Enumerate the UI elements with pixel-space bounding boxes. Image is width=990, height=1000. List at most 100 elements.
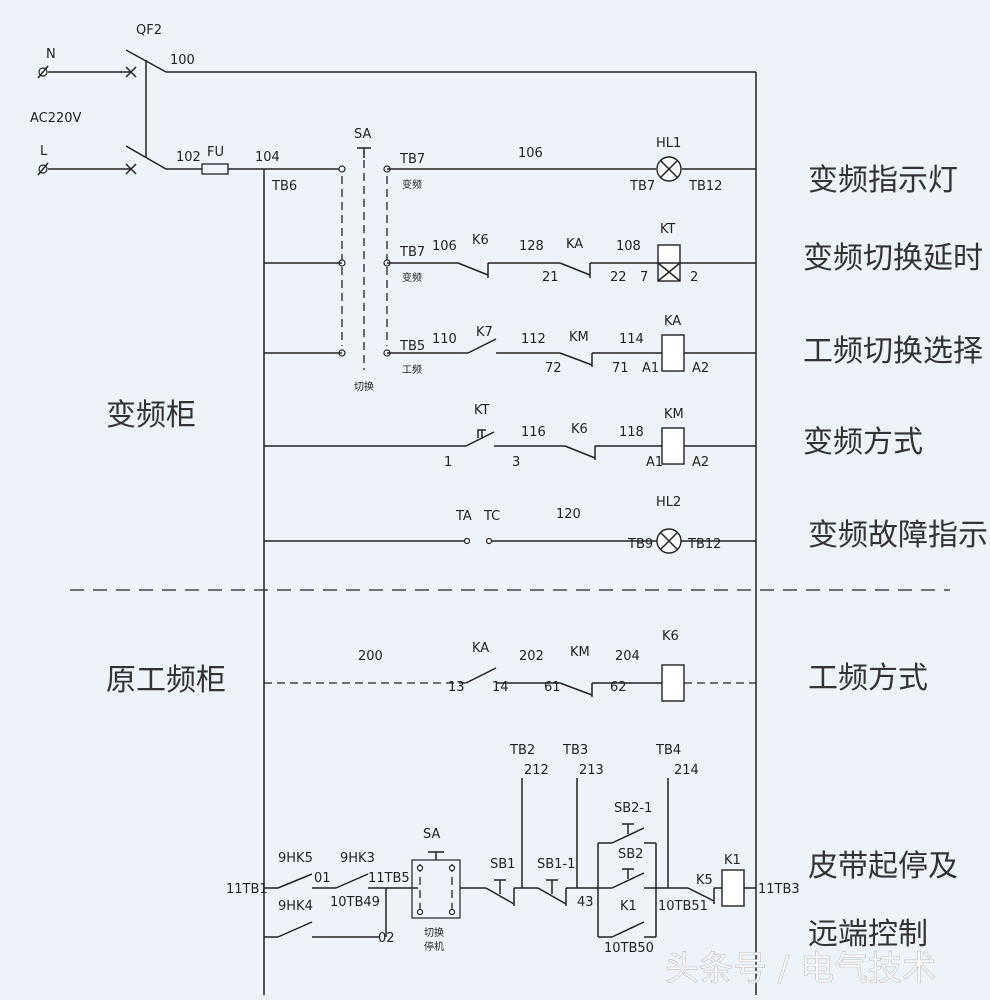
tb3-label: TB3 [562, 743, 588, 758]
node-02: 02 [378, 931, 395, 946]
title-vfd-mode: 变频方式 [803, 425, 923, 460]
wire-102-label: 102 [176, 150, 201, 165]
tb2-label: TB2 [509, 743, 535, 758]
power-supply: QF2 N L AC220V 100 102 FU 104 TB6 [30, 23, 756, 194]
sb2-label: SB2 [618, 847, 643, 862]
k1-contact-label: K1 [620, 899, 637, 914]
pin-7: 7 [640, 270, 648, 285]
pin-3: 3 [512, 455, 520, 470]
row-vfd-switch-delay: TB7 变频 106 K6 128 KA 108 KT 21 22 7 2 [264, 222, 756, 285]
ka-label: KA [472, 641, 489, 656]
km-relay-coil [661, 427, 685, 465]
title-pf-switch-select: 工频切换选择 [803, 334, 983, 369]
watermark: 头条号 / 电气技术 [665, 949, 936, 989]
tc-label: TC [483, 509, 500, 524]
pin-2: 2 [690, 270, 698, 285]
wire-106-label: 106 [432, 239, 457, 254]
10tb50-label: 10TB50 [604, 941, 654, 956]
wire-128-label: 128 [519, 239, 544, 254]
ka-relay-coil [661, 334, 685, 372]
9hk4-label: 9HK4 [278, 899, 313, 914]
pin-62: 62 [610, 680, 627, 695]
tb4-label: TB4 [655, 743, 681, 758]
11tb1-label: 11TB1 [226, 882, 268, 897]
sa-note-stop: 停机 [424, 940, 444, 953]
pin-a2: A2 [692, 361, 709, 376]
tb7-label: TB7 [399, 152, 425, 167]
sa-mode-label: 切换 [354, 380, 374, 393]
title-belt-control-1: 皮带起停及 [808, 849, 958, 884]
k6-label: K6 [472, 233, 489, 248]
l-label: L [40, 144, 48, 159]
wire-214-label: 214 [674, 763, 699, 778]
wire-100-label: 100 [170, 53, 195, 68]
sb1-label: SB1 [490, 857, 515, 872]
kt-label: KT [660, 222, 676, 237]
pin-a1: A1 [642, 361, 659, 376]
tb12-label: TB12 [688, 179, 722, 194]
sa-label: SA [423, 827, 440, 842]
wire-108-label: 108 [616, 239, 641, 254]
fu-label: FU [207, 145, 224, 160]
wire-104-label: 104 [255, 150, 280, 165]
ka-label: KA [664, 314, 681, 329]
row-pf-mode: 200 KA 202 KM 204 K6 13 14 61 62 [264, 629, 756, 702]
title-belt-control-2: 远端控制 [808, 917, 928, 952]
k1-label: K1 [724, 853, 741, 868]
pin-13: 13 [448, 680, 465, 695]
km-label: KM [664, 407, 684, 422]
pin-22: 22 [610, 270, 627, 285]
wire-118-label: 118 [619, 425, 644, 440]
9hk3-label: 9HK3 [340, 851, 375, 866]
sa-note-switch: 切换 [424, 926, 444, 939]
time-delay-mark-icon [477, 429, 486, 438]
11tb5-label: 11TB5 [368, 871, 410, 886]
wire-200-label: 200 [358, 649, 383, 664]
wire-213-label: 213 [579, 763, 604, 778]
ta-label: TA [455, 509, 472, 524]
hl1-label: HL1 [656, 136, 681, 151]
tb12-label: TB12 [687, 537, 721, 552]
qf2-label: QF2 [136, 23, 162, 38]
title-vfd-switch-delay: 变频切换延时 [803, 241, 983, 276]
9hk5-label: 9HK5 [278, 851, 313, 866]
row-vfd-mode: KT 116 K6 118 KM 1 3 A1 A2 [264, 403, 756, 470]
pin-72: 72 [545, 361, 562, 376]
wire-202-label: 202 [519, 649, 544, 664]
k6-relay-coil [661, 664, 685, 702]
k1-relay-coil [721, 869, 745, 907]
pin-71: 71 [612, 361, 629, 376]
pin-14: 14 [492, 680, 509, 695]
k7-label: K7 [476, 325, 493, 340]
km-label: KM [570, 645, 590, 660]
wire-110-label: 110 [432, 332, 457, 347]
ac-voltage-label: AC220V [30, 111, 82, 126]
n-label: N [46, 47, 56, 62]
tb7-note: 变频 [402, 271, 422, 284]
tb7-note: 变频 [402, 178, 422, 191]
pin-a2: A2 [692, 455, 709, 470]
pin-1: 1 [444, 455, 452, 470]
wire-116-label: 116 [521, 425, 546, 440]
wire-204-label: 204 [615, 649, 640, 664]
node-01: 01 [314, 871, 331, 886]
vfd-cabinet-label: 变频柜 [106, 398, 196, 433]
tb7b-label: TB7 [629, 179, 655, 194]
title-vfd-indicator: 变频指示灯 [808, 163, 958, 198]
row-vfd-indicator: TB7 变频 106 HL1 TB7 TB12 [387, 136, 756, 194]
row-pf-switch-select: TB5 工频 110 K7 112 KM 114 KA 72 71 A1 A2 [264, 314, 756, 376]
row-belt-control: TB2 212 TB3 213 TB4 214 9HK5 9HK3 9HK4 0… [226, 743, 800, 956]
row-vfd-fault: TA TC 120 HL2 TB9 TB12 [264, 495, 756, 554]
tb5-note: 工频 [402, 363, 422, 376]
title-pf-mode: 工频方式 [808, 661, 928, 696]
sa-label: SA [354, 127, 371, 142]
sa-selector-switch: SA 切换 [338, 127, 391, 393]
pin-21: 21 [542, 270, 559, 285]
node-43: 43 [577, 895, 594, 910]
k6-label: K6 [662, 629, 679, 644]
fuse-icon [201, 163, 229, 175]
hl2-label: HL2 [656, 495, 681, 510]
10tb51-label: 10TB51 [658, 899, 708, 914]
k5-label: K5 [696, 873, 713, 888]
